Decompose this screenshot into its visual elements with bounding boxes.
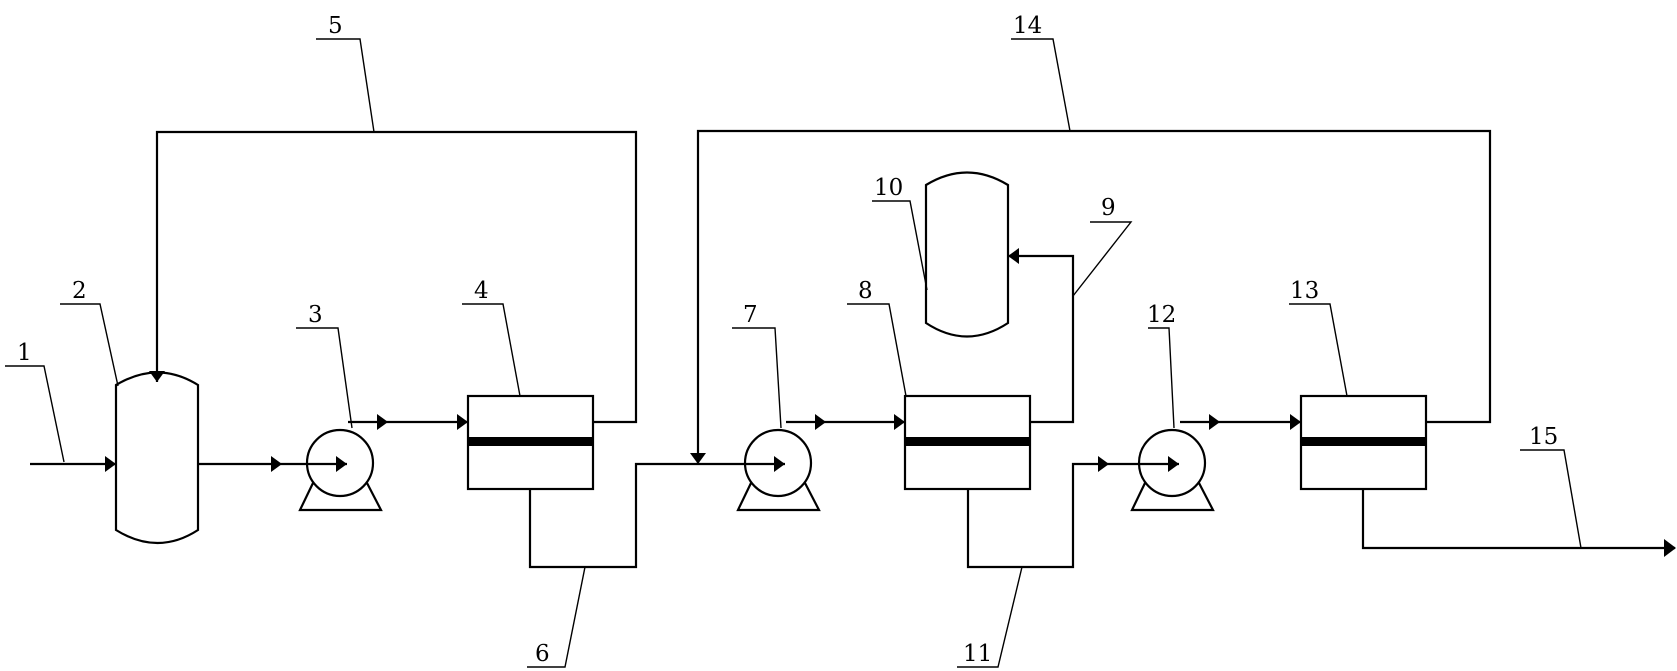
label-8: 8	[858, 278, 873, 304]
recycle-line-5	[155, 130, 638, 424]
pump-second-stage	[736, 428, 821, 512]
permeate-line-11	[966, 462, 1179, 569]
label-4: 4	[474, 278, 489, 304]
permeate-line-6	[528, 462, 785, 569]
label-15: 15	[1529, 424, 1558, 450]
product-outlet-line-15	[1361, 489, 1675, 550]
label-5: 5	[328, 13, 343, 39]
label-6: 6	[535, 641, 550, 667]
collection-tank	[924, 171, 1010, 338]
label-9: 9	[1101, 195, 1116, 221]
flow-lines	[30, 129, 1676, 569]
label-11: 11	[963, 641, 992, 667]
recycle-line-14	[696, 129, 1492, 464]
pump-first-stage	[298, 428, 383, 512]
label-13: 13	[1290, 278, 1319, 304]
label-2: 2	[72, 278, 87, 304]
label-7: 7	[743, 302, 758, 328]
label-10: 10	[874, 175, 903, 201]
membrane-module-first	[466, 394, 595, 491]
label-12: 12	[1147, 302, 1176, 328]
pump-third-stage	[1130, 428, 1215, 512]
membrane-module-second	[903, 394, 1032, 491]
reference-numerals: 1 2 3 4 5 6 7 8 9 10 11 12 13 14 15	[17, 13, 1558, 667]
leader-lines	[5, 38, 1582, 668]
concentrate-line-9	[1008, 254, 1075, 424]
label-3: 3	[308, 302, 323, 328]
membrane-module-third	[1299, 394, 1428, 491]
feed-tank	[114, 371, 200, 545]
label-14: 14	[1013, 13, 1042, 39]
label-1: 1	[17, 340, 32, 366]
